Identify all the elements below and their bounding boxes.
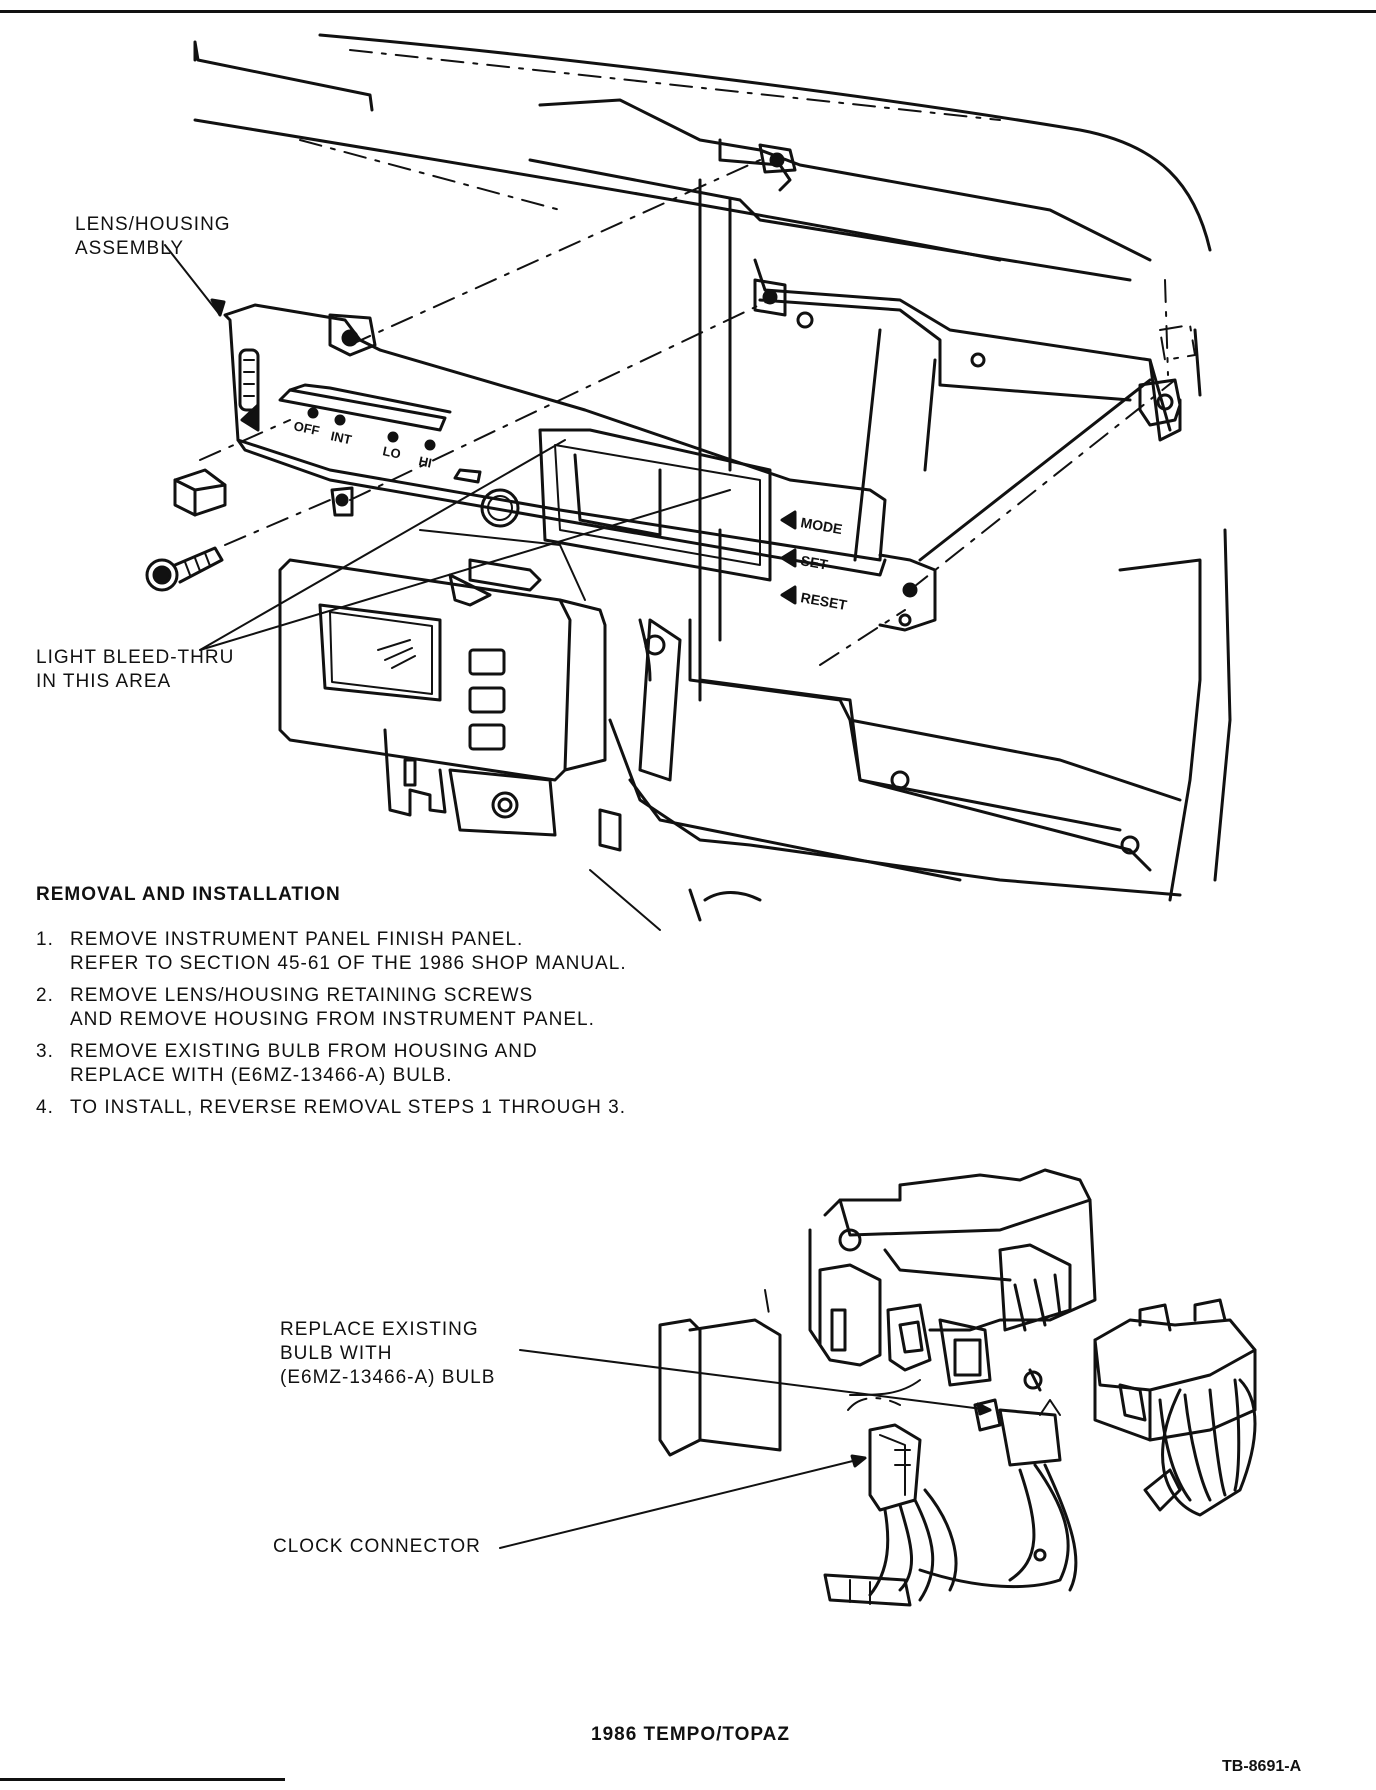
procedure-steps: 1. REMOVE INSTRUMENT PANEL FINISH PANEL.… xyxy=(36,928,627,1128)
button-label-set: SET xyxy=(799,552,829,573)
step-number: 3. xyxy=(36,1041,54,1062)
figure-id: TB-8691-A xyxy=(1222,1758,1302,1775)
switch-label-lo: LO xyxy=(381,443,402,461)
step-text: TO INSTALL, REVERSE REMOVAL STEPS 1 THRO… xyxy=(70,1097,626,1118)
procedure-step: 1. REMOVE INSTRUMENT PANEL FINISH PANEL.… xyxy=(36,928,627,976)
callout-light-bleed-thru: LIGHT BLEED-THRU IN THIS AREA xyxy=(36,647,235,692)
button-label-reset: RESET xyxy=(799,589,848,613)
switch-label-int: INT xyxy=(329,428,353,447)
procedure-step: 4. TO INSTALL, REVERSE REMOVAL STEPS 1 T… xyxy=(36,1096,627,1120)
button-label-mode: MODE xyxy=(799,514,843,537)
bottom-rule xyxy=(0,1778,285,1781)
callout-lens-housing-assembly: LENS/HOUSING ASSEMBLY xyxy=(75,214,231,259)
procedure-heading: REMOVAL AND INSTALLATION xyxy=(36,884,341,905)
procedure-step: 3. REMOVE EXISTING BULB FROM HOUSING AND… xyxy=(36,1040,627,1088)
wiper-switch-labels: OFF INT LO HI xyxy=(292,418,433,470)
switch-label-hi: HI xyxy=(417,453,433,470)
step-number: 2. xyxy=(36,985,54,1006)
step-text: REMOVE INSTRUMENT PANEL FINISH PANEL. RE… xyxy=(70,929,627,974)
assembly-leader-lines xyxy=(164,159,1196,666)
top-rule xyxy=(0,10,1376,13)
step-text: REMOVE LENS/HOUSING RETAINING SCREWS AND… xyxy=(70,985,595,1030)
callout-replace-bulb: REPLACE EXISTING BULB WITH (E6MZ-13466-A… xyxy=(280,1319,496,1388)
retaining-screw xyxy=(145,546,224,592)
clock-button-labels: MODE SET RESET xyxy=(799,514,848,613)
step-number: 1. xyxy=(36,929,54,950)
callout-clock-connector: CLOCK CONNECTOR xyxy=(273,1536,481,1557)
procedure-step: 2. REMOVE LENS/HOUSING RETAINING SCREWS … xyxy=(36,984,627,1032)
switch-label-off: OFF xyxy=(292,418,321,438)
bottom-leader-lines xyxy=(499,1349,992,1549)
lens-housing-assembly xyxy=(173,303,937,632)
footer-title: 1986 TEMPO/TOPAZ xyxy=(591,1724,791,1745)
step-number: 4. xyxy=(36,1097,54,1118)
instrument-panel-frame xyxy=(193,33,1232,931)
step-text: REMOVE EXISTING BULB FROM HOUSING AND RE… xyxy=(70,1041,538,1086)
clock-module xyxy=(278,529,607,782)
bulb-socket-assembly xyxy=(658,1168,1257,1607)
